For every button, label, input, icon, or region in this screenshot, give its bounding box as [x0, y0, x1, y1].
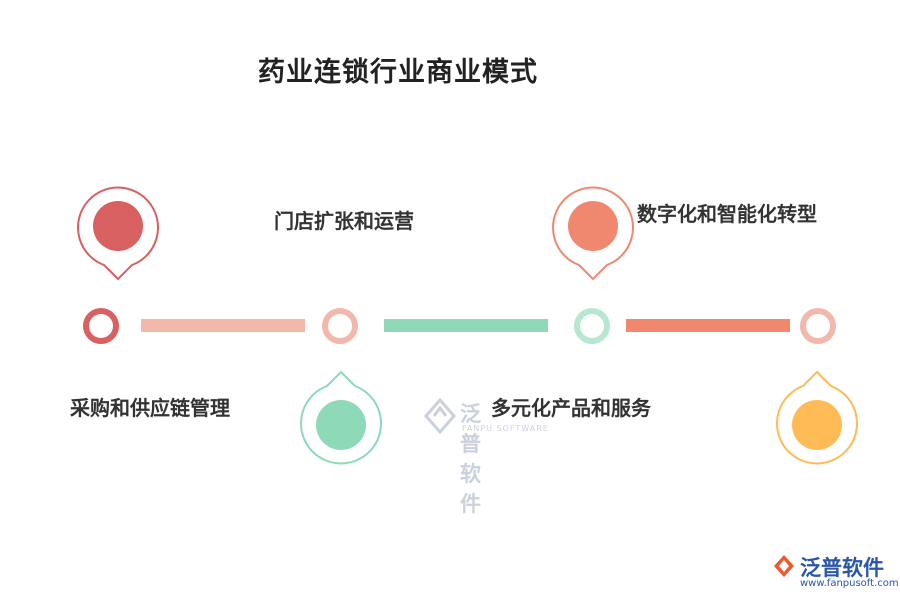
- watermark-logo-icon: [424, 397, 456, 435]
- node-label-store-expansion: 门店扩张和运营: [274, 209, 414, 233]
- brand-logo-text: 泛普软件: [800, 556, 884, 580]
- watermark-text: 泛普软件: [460, 402, 481, 516]
- node-label-procurement: 采购和供应链管理: [70, 396, 230, 420]
- brand-logo: 泛普软件 www.fanpusoft.com: [770, 552, 899, 589]
- map-pin-icon-3: [552, 186, 634, 281]
- map-pin-icon-1: [77, 186, 159, 281]
- node-label-digital-transformation: 数字化和智能化转型: [637, 202, 817, 226]
- map-pin-icon-4: [776, 370, 858, 465]
- timeline-ring-1: [83, 308, 119, 344]
- node-label-diversified-products: 多元化产品和服务: [491, 396, 651, 420]
- page-title: 药业连锁行业商业模式: [258, 57, 538, 88]
- timeline-ring-4: [800, 308, 836, 344]
- timeline-ring-3: [574, 308, 610, 344]
- connector-bar-3: [626, 319, 790, 332]
- connector-bar-2: [384, 319, 548, 332]
- map-pin-icon-2: [300, 370, 382, 465]
- timeline-ring-2: [322, 308, 358, 344]
- brand-logo-url: www.fanpusoft.com: [800, 578, 899, 589]
- brand-logo-icon: [774, 555, 794, 577]
- watermark-subtext: FANPU SOFTWARE: [462, 424, 549, 433]
- watermark: 泛普软件 FANPU SOFTWARE: [422, 397, 548, 516]
- connector-bar-1: [141, 319, 305, 332]
